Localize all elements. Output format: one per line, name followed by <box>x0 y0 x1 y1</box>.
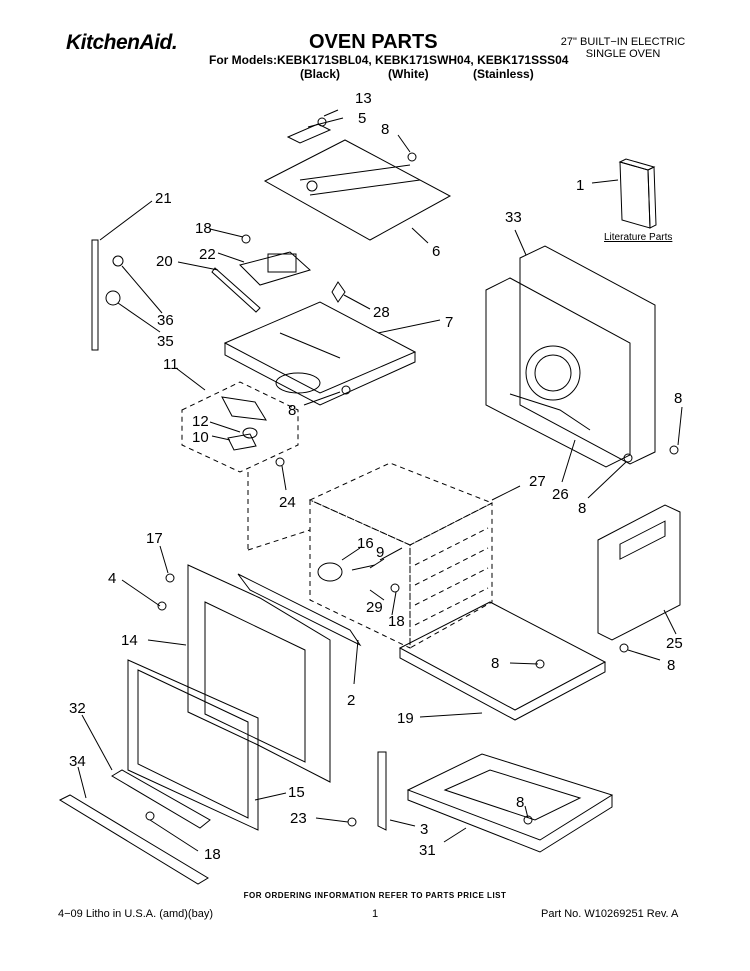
callout-8d: 8 <box>578 500 586 517</box>
product-line-1: 27" BUILT−IN ELECTRIC <box>560 36 686 48</box>
callout-8f: 8 <box>667 657 675 674</box>
callout-2: 2 <box>347 692 355 709</box>
hinge-bracket-part <box>91 239 124 351</box>
literature-parts-label: Literature Parts <box>604 232 673 243</box>
callout-1: 1 <box>576 177 584 194</box>
callout-9: 9 <box>376 544 384 561</box>
callout-19: 19 <box>397 710 414 727</box>
brand-logo: KitchenAid. <box>66 31 178 54</box>
top-panel-part <box>263 123 452 241</box>
callout-13: 13 <box>355 90 372 107</box>
ordering-note: FOR ORDERING INFORMATION REFER TO PARTS … <box>243 891 507 900</box>
models-line: For Models:KEBK171SBL04, KEBK171SWH04, K… <box>209 53 569 67</box>
litho-info: 4−09 Litho in U.S.A. (amd)(bay) <box>58 908 213 920</box>
callout-26: 26 <box>552 486 569 503</box>
callout-24: 24 <box>279 494 296 511</box>
variant-black: (Black) <box>300 67 341 81</box>
callout-21: 21 <box>155 190 172 207</box>
bottom-panel-part <box>398 601 607 721</box>
callout-32: 32 <box>69 700 86 717</box>
heat-shield-part <box>223 301 417 406</box>
callout-17: 17 <box>146 530 163 547</box>
callout-6: 6 <box>432 243 440 260</box>
callout-22: 22 <box>199 246 216 263</box>
front-frame-part <box>187 564 362 783</box>
page-title: OVEN PARTS <box>309 31 438 53</box>
callout-25: 25 <box>666 635 683 652</box>
oven-light-part <box>181 381 311 551</box>
part-number: Part No. W10269251 Rev. A <box>541 908 679 920</box>
callout-16: 16 <box>357 535 374 552</box>
callout-31: 31 <box>419 842 436 859</box>
literature-booklet <box>618 158 657 229</box>
variant-stainless: (Stainless) <box>473 67 534 81</box>
door-gasket-part <box>127 659 259 831</box>
callout-4: 4 <box>108 570 116 587</box>
side-panel-part <box>597 504 681 641</box>
callout-3: 3 <box>420 821 428 838</box>
leader-lines <box>77 109 683 852</box>
callout-numbers: 13 5 8 1 21 6 18 22 20 33 28 7 36 35 11 … <box>69 90 683 863</box>
callout-11: 11 <box>163 356 179 373</box>
callout-8b: 8 <box>288 402 296 419</box>
callout-29: 29 <box>366 599 383 616</box>
callout-18a: 18 <box>195 220 212 237</box>
callout-18b: 18 <box>388 613 405 630</box>
callout-12: 12 <box>192 413 209 430</box>
callout-23: 23 <box>290 810 307 827</box>
callout-33: 33 <box>505 209 522 226</box>
callout-27: 27 <box>529 473 546 490</box>
callout-5: 5 <box>358 110 366 127</box>
bottom-tray-part <box>377 751 614 853</box>
callout-8a: 8 <box>381 121 389 138</box>
variant-white: (White) <box>388 67 429 81</box>
callout-15: 15 <box>288 784 305 801</box>
callout-14: 14 <box>121 632 138 649</box>
callout-10: 10 <box>192 429 209 446</box>
callout-28: 28 <box>373 304 390 321</box>
product-line-2: SINGLE OVEN <box>585 48 661 60</box>
callout-20: 20 <box>156 253 173 270</box>
callout-18c: 18 <box>204 846 221 863</box>
callout-8e: 8 <box>491 655 499 672</box>
fan-motor-part <box>211 251 346 313</box>
oven-cavity-part <box>308 462 494 649</box>
callout-8c: 8 <box>674 390 682 407</box>
callout-7: 7 <box>445 314 453 331</box>
trim-strips-part <box>58 769 211 885</box>
rear-panels-part <box>485 245 656 468</box>
product-description: 27" BUILT−IN ELECTRIC SINGLE OVEN <box>560 36 686 60</box>
callout-36: 36 <box>157 312 174 329</box>
callout-35: 35 <box>157 333 174 350</box>
callout-34: 34 <box>69 753 86 770</box>
callout-8g: 8 <box>516 794 524 811</box>
page-number: 1 <box>372 908 379 920</box>
